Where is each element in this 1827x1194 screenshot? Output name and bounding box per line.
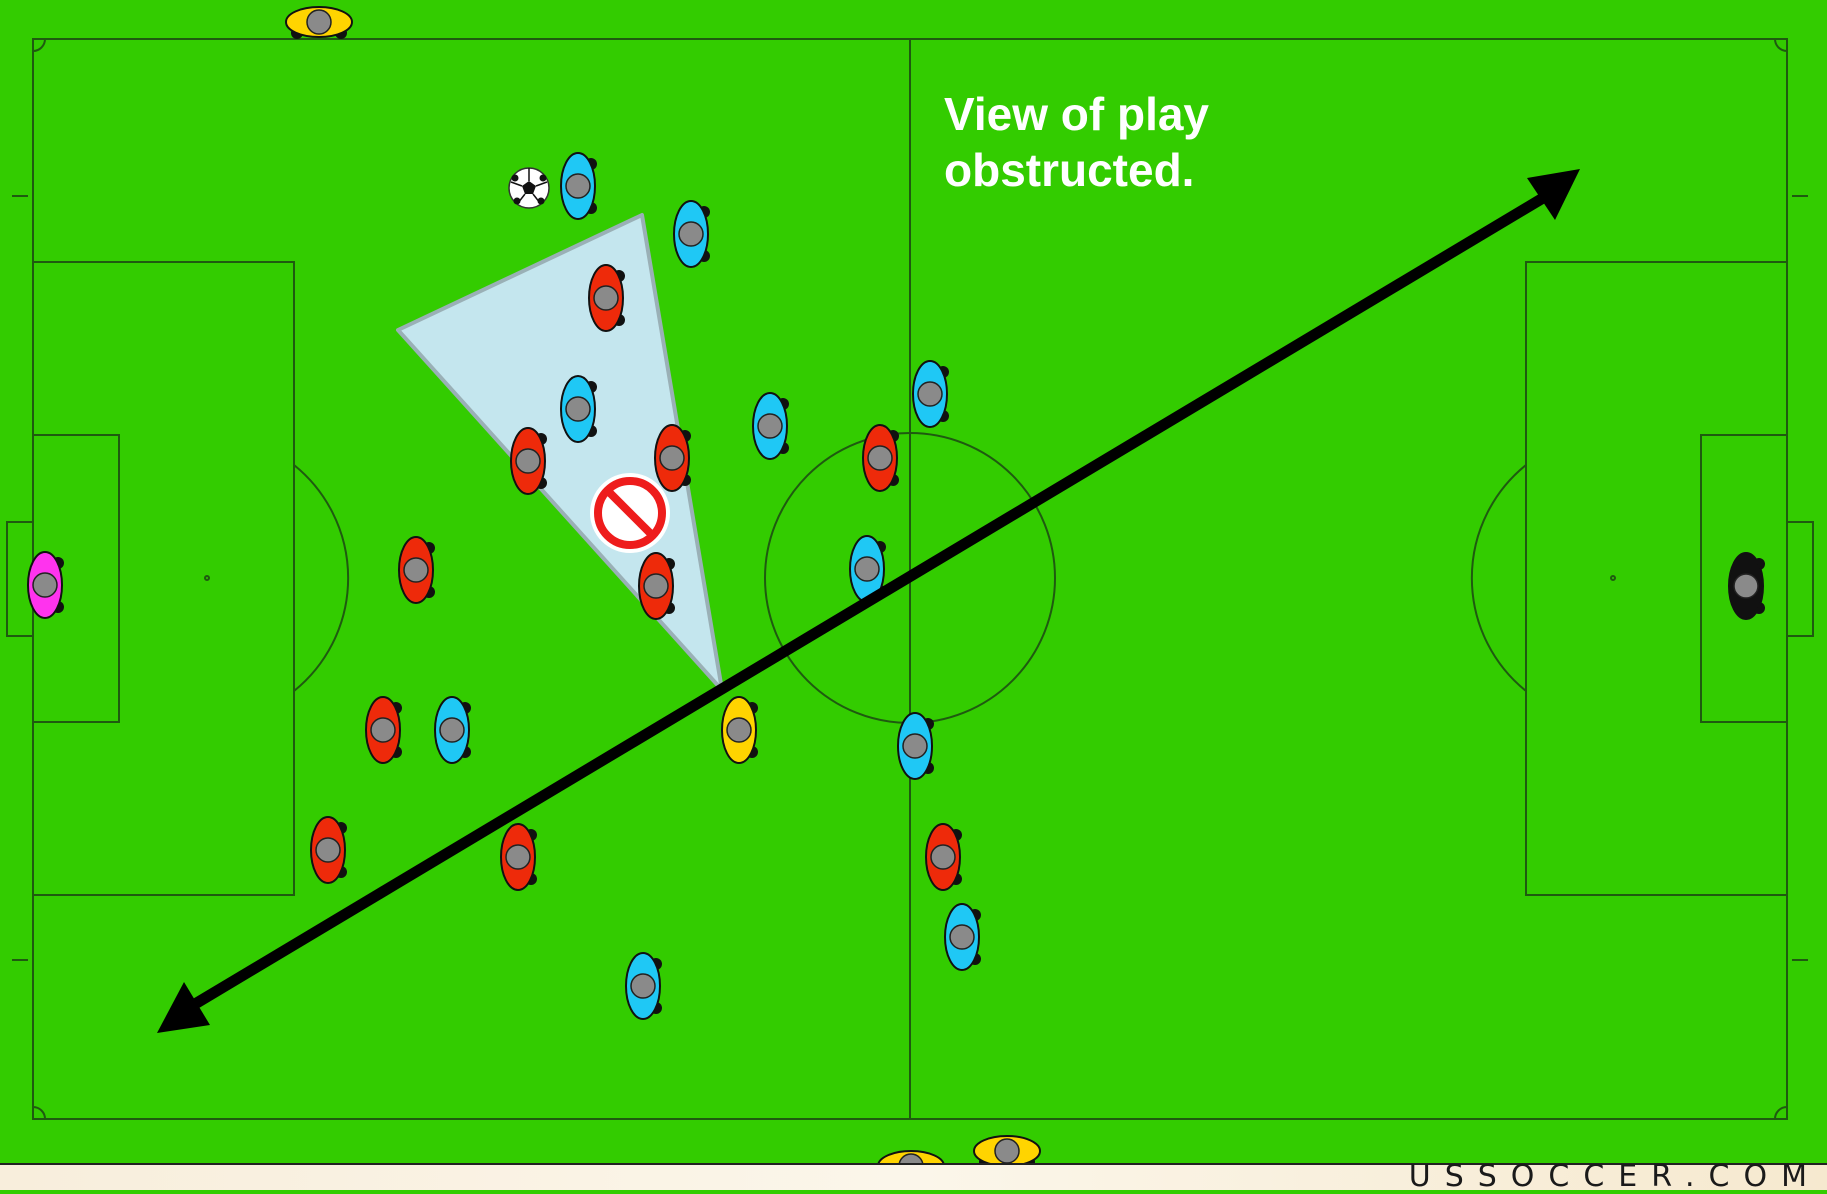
player-red bbox=[926, 824, 962, 890]
player-blue bbox=[898, 713, 934, 779]
line-of-sight-arrow bbox=[157, 169, 1580, 1033]
right-penalty-arc bbox=[1472, 465, 1526, 691]
player-blue bbox=[674, 201, 710, 267]
caption-text: View of play obstructed. bbox=[944, 86, 1209, 198]
no-entry-icon bbox=[590, 473, 670, 553]
player-blue bbox=[945, 904, 981, 970]
player-red bbox=[863, 425, 899, 491]
left-penalty-arc bbox=[294, 465, 348, 691]
goalkeeper-right bbox=[1729, 553, 1765, 619]
player-red bbox=[311, 817, 347, 883]
arrowhead-top-right bbox=[1527, 169, 1580, 220]
goalkeeper-left bbox=[28, 552, 64, 618]
caption-line-1: View of play bbox=[944, 86, 1209, 142]
corner-arc-top-right bbox=[1775, 39, 1787, 51]
caption-line-2: obstructed. bbox=[944, 142, 1209, 198]
arrowhead-bottom-left bbox=[157, 982, 210, 1033]
soccer-ball-icon bbox=[509, 168, 549, 208]
corner-arc-bottom-left bbox=[33, 1107, 45, 1119]
player-red bbox=[501, 824, 537, 890]
referee bbox=[722, 697, 758, 763]
player-blue bbox=[913, 361, 949, 427]
assistant-referee-top bbox=[286, 7, 352, 39]
player-blue bbox=[626, 953, 662, 1019]
player-red bbox=[639, 553, 675, 619]
corner-arc-bottom-right bbox=[1775, 1107, 1787, 1119]
left-penalty-spot bbox=[205, 576, 209, 580]
corner-arc-top-left bbox=[33, 39, 45, 51]
player-blue bbox=[561, 376, 597, 442]
player-blue bbox=[435, 697, 471, 763]
right-penalty-spot bbox=[1611, 576, 1615, 580]
players-layer bbox=[28, 7, 1765, 1183]
right-goal bbox=[1787, 522, 1813, 636]
player-red bbox=[511, 428, 547, 494]
player-red bbox=[589, 265, 625, 331]
player-red bbox=[655, 425, 691, 491]
player-red bbox=[366, 697, 402, 763]
player-red bbox=[399, 537, 435, 603]
player-blue bbox=[753, 393, 789, 459]
player-blue bbox=[561, 153, 597, 219]
left-penalty-area bbox=[33, 262, 294, 895]
